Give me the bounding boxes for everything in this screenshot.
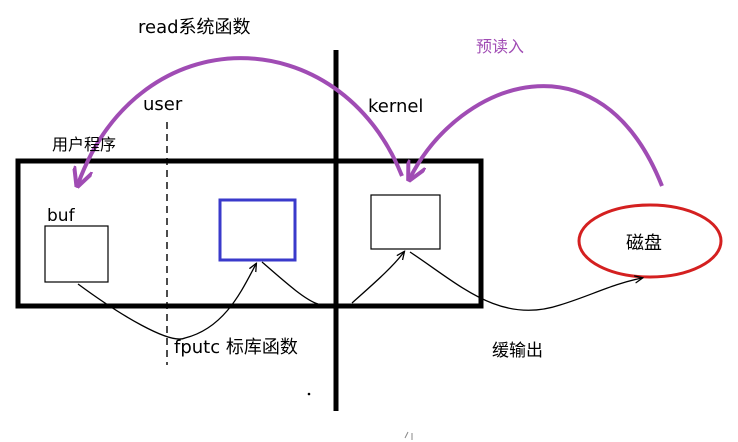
buf-label: buf [47, 206, 76, 226]
stdio-to-kernel-curve [261, 261, 319, 305]
stray-mark [404, 431, 413, 440]
disk-ellipse [577, 203, 723, 279]
readahead-arrow [410, 84, 664, 187]
kernel-label: kernel [368, 96, 423, 117]
kernel-buffer-box [370, 194, 441, 250]
read-syscall-label: read系统函数 [138, 17, 251, 38]
readahead-label: 预读入 [476, 37, 524, 56]
disk-label: 磁盘 [626, 233, 662, 254]
stdio-buffer-box [218, 198, 297, 262]
fputc-curve-arrow [77, 264, 256, 340]
user-label: user [143, 94, 183, 115]
process-box [15, 158, 484, 309]
buffered-output-arrow [409, 251, 642, 311]
fputc-label: fputc 标库函数 [174, 337, 298, 358]
stray-dot [307, 392, 311, 396]
user-program-label: 用户程序 [52, 135, 116, 154]
into-kernel-buffer-arrow [351, 252, 404, 304]
buffered-output-label: 缓输出 [492, 341, 543, 361]
read-syscall-arrow [78, 56, 404, 184]
buf-box [44, 225, 109, 283]
